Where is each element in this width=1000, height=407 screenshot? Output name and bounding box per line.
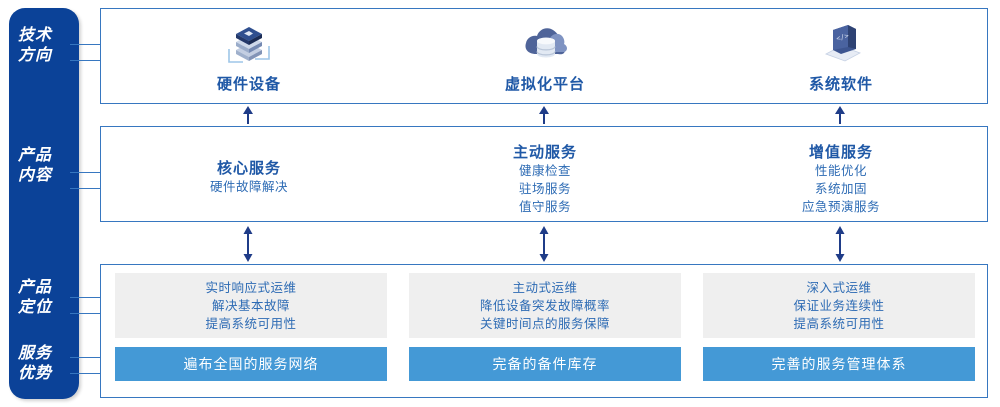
connector-line-advantage-bottom xyxy=(70,373,101,374)
connector-line-content-top xyxy=(70,172,101,173)
sidebar-label-line: 产品 xyxy=(17,147,52,164)
content-card-heading: 增值服务 xyxy=(808,144,873,161)
content-card-heading: 核心服务 xyxy=(216,160,281,177)
advantage-bar[interactable]: 完备的备件库存 xyxy=(409,347,681,381)
arrow-up-down-icon xyxy=(240,226,256,262)
content-card-item: 硬件故障解决 xyxy=(209,180,288,194)
tech-card-virtualization[interactable]: 虚拟化平台 xyxy=(397,9,693,105)
cloud-database-icon xyxy=(397,9,693,71)
content-card-core-service[interactable]: 核心服务 硬件故障解决 xyxy=(101,127,397,223)
sidebar-label-line: 方向 xyxy=(17,47,52,64)
connector-line-position-bottom xyxy=(70,313,101,314)
positioning-card: 深入式运维 保证业务连续性 提高系统可用性 xyxy=(703,273,975,338)
positioning-line: 关键时间点的服务保障 xyxy=(479,316,610,331)
positioning-card: 实时响应式运维 解决基本故障 提高系统可用性 xyxy=(115,273,387,338)
sidebar-label-line: 优势 xyxy=(17,365,52,382)
content-card-heading: 主动服务 xyxy=(512,144,577,161)
connector-line-position-top xyxy=(70,297,101,298)
connector-line-advantage-top xyxy=(70,357,101,358)
sidebar-label-line: 技术 xyxy=(17,27,52,44)
advantage-bar[interactable]: 完善的服务管理体系 xyxy=(703,347,975,381)
sidebar-item-service-advantage[interactable]: 服务 优势 xyxy=(0,344,70,384)
sidebar-item-product-content[interactable]: 产品 内容 xyxy=(0,146,70,186)
content-card-item: 驻场服务 xyxy=(518,182,571,196)
sidebar-label-line: 内容 xyxy=(17,167,52,184)
advantage-bar[interactable]: 遍布全国的服务网络 xyxy=(115,347,387,381)
svg-text:</>: </> xyxy=(835,32,849,43)
arrow-up-down-icon xyxy=(832,226,848,262)
positioning-line: 保证业务连续性 xyxy=(793,298,885,313)
tech-card-system-software[interactable]: </> 系统软件 xyxy=(693,9,989,105)
sidebar-item-tech-direction[interactable]: 技术 方向 xyxy=(0,26,70,66)
tech-card-title: 虚拟化平台 xyxy=(504,76,585,93)
category-sidebar xyxy=(9,8,79,399)
positioning-line: 提高系统可用性 xyxy=(793,316,885,331)
connector-line-tech-top xyxy=(70,44,101,45)
arrow-up-icon xyxy=(240,106,256,124)
content-card-item: 值守服务 xyxy=(518,200,571,214)
server-stack-icon xyxy=(101,9,397,71)
sidebar-label-line: 定位 xyxy=(17,299,52,316)
content-card-proactive-service[interactable]: 主动服务 健康检查 驻场服务 值守服务 xyxy=(397,127,693,223)
content-card-value-added-service[interactable]: 增值服务 性能优化 系统加固 应急预演服务 xyxy=(693,127,989,223)
positioning-line: 解决基本故障 xyxy=(211,298,290,313)
connector-line-content-bottom xyxy=(70,188,101,189)
positioning-line: 降低设备突发故障概率 xyxy=(479,298,610,313)
positioning-line: 主动式运维 xyxy=(512,280,578,295)
positioning-line: 提高系统可用性 xyxy=(205,316,297,331)
bottom-card-deep[interactable]: 深入式运维 保证业务连续性 提高系统可用性 完善的服务管理体系 xyxy=(703,265,975,399)
arrow-up-down-icon xyxy=(536,226,552,262)
positioning-line: 深入式运维 xyxy=(806,280,872,295)
sidebar-label-line: 服务 xyxy=(17,345,52,362)
tech-direction-panel: 硬件设备 虚拟化平台 xyxy=(100,8,988,104)
content-card-item: 性能优化 xyxy=(814,164,867,178)
connector-line-tech-bottom xyxy=(70,60,101,61)
tech-card-title: 硬件设备 xyxy=(216,76,281,93)
content-card-item: 应急预演服务 xyxy=(801,200,880,214)
bottom-card-realtime[interactable]: 实时响应式运维 解决基本故障 提高系统可用性 遍布全国的服务网络 xyxy=(115,265,387,399)
product-content-panel: 核心服务 硬件故障解决 主动服务 健康检查 驻场服务 值守服务 增值服务 性能优… xyxy=(100,126,988,222)
content-card-item: 系统加固 xyxy=(814,182,867,196)
arrow-up-icon xyxy=(832,106,848,124)
tech-card-hardware[interactable]: 硬件设备 xyxy=(101,9,397,105)
tech-card-title: 系统软件 xyxy=(808,76,873,93)
sidebar-item-product-position[interactable]: 产品 定位 xyxy=(0,278,70,318)
laptop-code-icon: </> xyxy=(693,9,989,71)
positioning-card: 主动式运维 降低设备突发故障概率 关键时间点的服务保障 xyxy=(409,273,681,338)
positioning-advantage-panel: 实时响应式运维 解决基本故障 提高系统可用性 遍布全国的服务网络 主动式运维 降… xyxy=(100,264,988,398)
sidebar-label-line: 产品 xyxy=(17,279,52,296)
bottom-card-proactive[interactable]: 主动式运维 降低设备突发故障概率 关键时间点的服务保障 完备的备件库存 xyxy=(409,265,681,399)
positioning-line: 实时响应式运维 xyxy=(205,280,297,295)
content-card-item: 健康检查 xyxy=(518,164,571,178)
arrow-up-icon xyxy=(536,106,552,124)
